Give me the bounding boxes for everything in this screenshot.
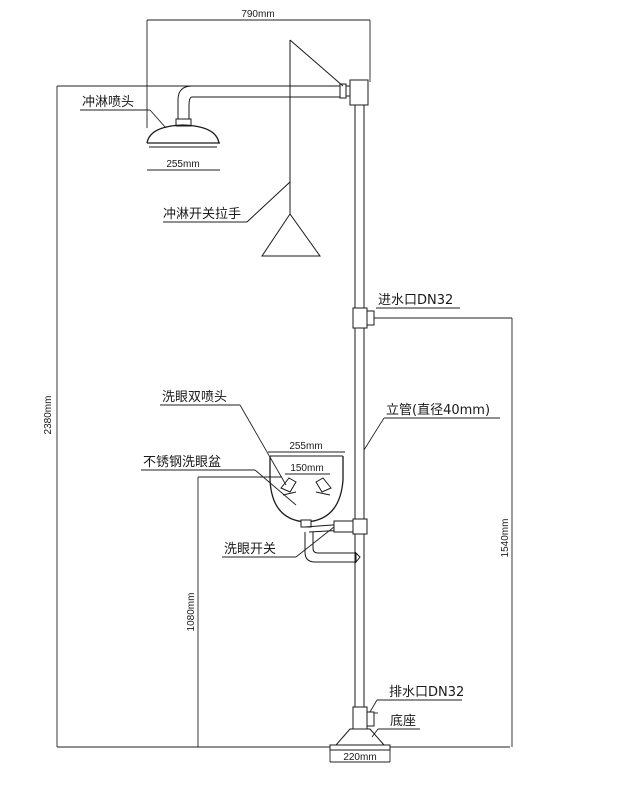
label-drain-text: 排水口DN32	[389, 685, 464, 700]
dim-1540: 1540mm	[500, 519, 511, 558]
label-drain: 排水口DN32	[369, 685, 464, 713]
eyewash-switch	[304, 518, 368, 564]
shower-pull-rod	[246, 39, 344, 257]
label-shower-pull: 冲淋开关拉手	[163, 207, 247, 223]
top-dimension: 790mm	[146, 9, 371, 128]
dim-2380: 2380mm	[43, 396, 54, 435]
label-vertical-pipe: 立管(直径40mm)	[363, 403, 500, 451]
eyewash-nozzles	[280, 477, 332, 496]
base: 220mm	[329, 728, 391, 763]
dim-base-220: 220mm	[343, 752, 376, 763]
dim-1080: 1080mm	[186, 593, 197, 632]
shower-head: 255mm	[146, 85, 343, 171]
label-shower-pull-text: 冲淋开关拉手	[163, 207, 241, 222]
label-shower-head: 冲淋喷头	[80, 95, 167, 129]
label-bowl: 不锈钢洗眼盆	[141, 455, 297, 506]
dim-790: 790mm	[241, 9, 274, 20]
label-inlet-text: 进水口DN32	[378, 293, 453, 308]
label-eye-nozzles: 洗眼双喷头	[160, 390, 287, 486]
dim-bowl-255: 255mm	[289, 441, 322, 452]
label-eye-switch-text: 洗眼开关	[224, 542, 276, 557]
top-fitting	[339, 79, 369, 106]
label-base-text: 底座	[390, 713, 416, 729]
label-vertical-pipe-text: 立管(直径40mm)	[386, 403, 490, 418]
drain-fitting	[352, 706, 378, 730]
vertical-pipe	[354, 105, 365, 707]
label-bowl-text: 不锈钢洗眼盆	[143, 455, 221, 470]
inlet-fitting: 1540mm	[352, 307, 513, 747]
label-shower-head-text: 冲淋喷头	[82, 95, 134, 110]
label-inlet: 进水口DN32	[378, 293, 453, 308]
dim-head-255: 255mm	[166, 159, 199, 170]
dim-nozzle-150: 150mm	[290, 463, 323, 474]
label-eye-switch: 洗眼开关	[222, 526, 335, 558]
label-eye-nozzles-text: 洗眼双喷头	[162, 390, 227, 405]
label-base: 底座	[371, 713, 420, 738]
